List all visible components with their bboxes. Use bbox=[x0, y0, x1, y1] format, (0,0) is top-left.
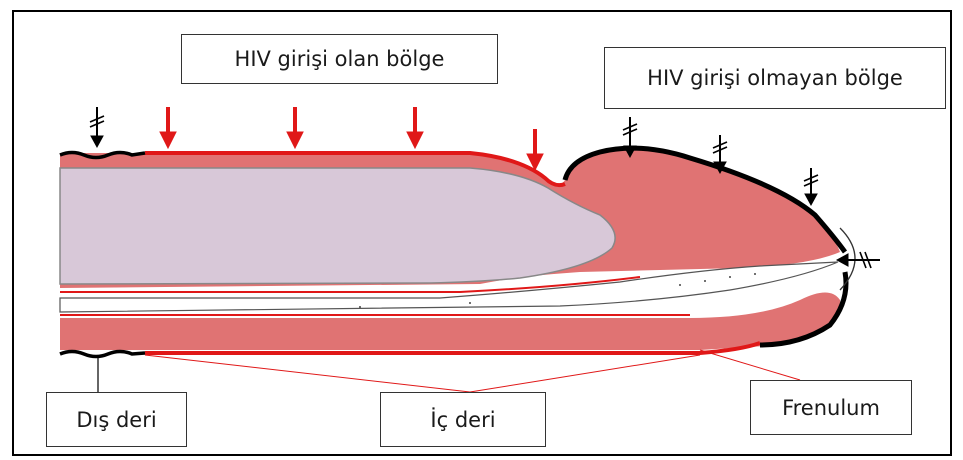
glans bbox=[60, 168, 615, 284]
down-arrow-icon bbox=[527, 129, 543, 170]
hiv-no-entry-region-label: HIV girişi olmayan bölge bbox=[604, 47, 946, 109]
blocked-down-arrow-icon bbox=[90, 107, 104, 147]
down-arrow-icon bbox=[287, 107, 303, 148]
leader-inner-skin-left bbox=[145, 355, 470, 392]
down-arrow-icon bbox=[160, 107, 176, 148]
leader-lines bbox=[145, 350, 800, 392]
inner-skin-label: İç deri bbox=[380, 392, 546, 447]
blocked-down-arrow-icon bbox=[804, 168, 818, 205]
frenulum-label: Frenulum bbox=[750, 380, 912, 435]
outer-skin-wavy-bottom bbox=[60, 352, 145, 357]
down-arrow-icon bbox=[407, 107, 423, 148]
outer-skin-label: Dış deri bbox=[46, 392, 187, 447]
hiv-entry-region-label: HIV girişi olan bölge bbox=[181, 34, 498, 84]
leader-inner-skin-right bbox=[470, 355, 700, 392]
blocked-left-arrow-icon bbox=[837, 252, 880, 268]
leader-frenulum bbox=[700, 350, 800, 380]
